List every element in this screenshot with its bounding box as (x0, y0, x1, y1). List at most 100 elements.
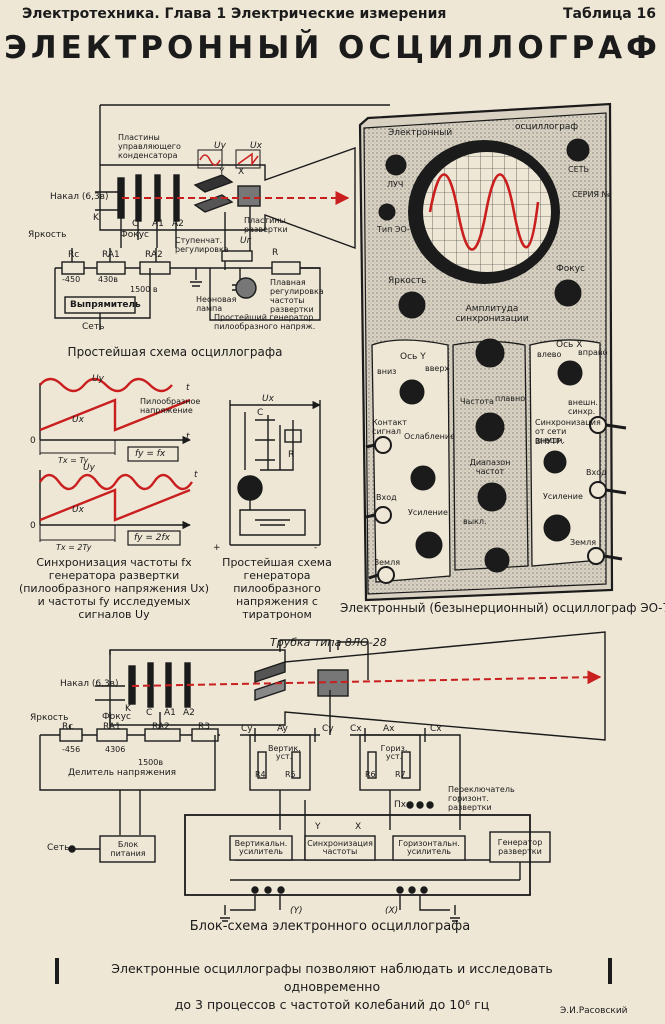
off-label: выкл. (463, 517, 487, 526)
generator-label: Генератор развертки (497, 838, 543, 856)
beam-switch-knob[interactable] (385, 154, 407, 176)
y-plates (193, 174, 234, 193)
contact-label: Контакт сигнал (372, 418, 407, 436)
sync-block (304, 835, 376, 861)
up-label: вверх (425, 364, 450, 373)
label-y: Y (219, 167, 225, 177)
series-label: СЕРИЯ № (572, 190, 610, 199)
contact-jack[interactable] (374, 436, 392, 454)
voltage-430: 430в (98, 275, 118, 284)
x-plates (237, 185, 261, 207)
voltage-450: -450 (62, 275, 81, 284)
sweep-plates-label: Пластины развертки (244, 216, 288, 234)
range-knob[interactable] (477, 482, 507, 512)
label-rc: Rc (68, 250, 80, 260)
range-label: Диапазон частот (469, 458, 511, 476)
wave1-t-top: t (186, 383, 190, 393)
x-axis-knob[interactable] (557, 360, 583, 386)
waveform-diagrams (38, 377, 192, 546)
resistor-r (271, 261, 301, 275)
oscilloscope-device (358, 102, 627, 602)
type-label: Тип ЭО-7 (377, 225, 415, 234)
y-axis-knob[interactable] (399, 379, 425, 405)
brightness-knob[interactable] (398, 291, 426, 319)
wave1-uy: Uy (92, 374, 104, 384)
nakal-label: Накал (6,3в) (50, 192, 109, 202)
label-k: K (93, 213, 99, 223)
control-plates-label: Пластины управляющего конденсатора (118, 133, 181, 160)
y-gain-label: Усиление (408, 508, 448, 517)
y-gain-knob[interactable] (415, 531, 443, 559)
left-label: влево (537, 350, 562, 359)
smooth-reg-label: Плавная регулировка частоты развертки (270, 278, 324, 314)
axis-x-label: Ось X (556, 340, 583, 350)
resistor-ra1 (96, 261, 126, 275)
type-knob[interactable] (378, 203, 396, 221)
power-knob[interactable] (484, 547, 510, 573)
block-rc: Rc (62, 722, 74, 732)
wave2-uy: Uy (83, 463, 95, 473)
tube-type-label: Трубка типа 8ЛО-28 (270, 636, 387, 649)
label-r: R (272, 248, 279, 258)
sync-switch-knob[interactable] (543, 450, 567, 474)
crt-tube (99, 147, 356, 250)
sync-block-label: Синхронизация частоты (307, 839, 373, 856)
frequency-knob[interactable] (475, 412, 505, 442)
block-cx2: Cx (430, 724, 442, 734)
block-ay: Ay (277, 724, 288, 734)
sync-amplitude-knob[interactable] (475, 338, 505, 368)
earth-left-label: Земля (374, 558, 401, 567)
wave2-t: t (194, 470, 198, 480)
block-ax: Ax (383, 724, 395, 734)
page-title: ЭЛЕКТРОННЫЙ ОСЦИЛЛОГРАФ (4, 30, 661, 66)
label-c: C (132, 219, 139, 229)
block-focus: Фокус (102, 712, 131, 722)
x-gain-knob[interactable] (543, 514, 571, 542)
block-cy: Cy (241, 724, 253, 734)
thyr-minus: - (314, 543, 318, 553)
thyratron-tube (237, 475, 263, 501)
block-electron-beam (131, 670, 602, 687)
freq-label: Частота (460, 397, 494, 406)
mains-switch-knob[interactable] (566, 138, 590, 162)
eq1a: Tx = Ty (58, 456, 89, 465)
wave2-ux: Ux (72, 505, 84, 515)
saw-label: Пилообразное напряжение (140, 397, 201, 415)
label-x: X (238, 167, 245, 177)
block-cy2: Cy (322, 724, 334, 734)
label-ra2: RA2 (145, 250, 163, 260)
ux-saw-2 (39, 488, 191, 522)
focus-label: Фокус (120, 230, 149, 240)
label-ug: Uг (240, 236, 252, 246)
resistor-rc (61, 261, 85, 275)
block-ra2: RA2 (152, 722, 170, 732)
sync-label: Синхронизация от сети внешн. (535, 418, 601, 445)
block-nakal: Накал (6,3в) (60, 679, 119, 689)
focus-knob[interactable] (554, 279, 582, 307)
block-r6: R6 (365, 770, 376, 779)
earth-jack-left[interactable] (377, 566, 395, 584)
neon-label: Неоновая лампа (196, 295, 237, 313)
divider-label: Делитель напряжения (68, 768, 177, 778)
earth-right-label: Земля (570, 538, 597, 547)
label-a2: A2 (172, 219, 184, 229)
wave1-t: t (186, 432, 190, 442)
vertical-amp-block (229, 835, 293, 861)
amplitude-label: Амплитуда синхронизации (455, 304, 529, 324)
external-label: внешн. синхр. (568, 398, 598, 416)
block-r7: R7 (395, 770, 406, 779)
attenuation-knob[interactable] (410, 465, 436, 491)
block-ra1: RA1 (103, 722, 121, 732)
block-v4306: 4306 (105, 745, 126, 754)
footer-line-2: до 3 процессов с частотой колебаний до 1… (174, 997, 490, 1012)
input-x-jack[interactable] (589, 481, 607, 499)
power-block (99, 835, 156, 863)
brand-right: осциллограф (515, 122, 579, 132)
block-a1: A1 (164, 708, 176, 718)
earth-jack-right[interactable] (587, 547, 605, 565)
eq2b: fy = 2fx (134, 533, 170, 543)
down-label: вниз (377, 367, 397, 376)
input-y-jack[interactable] (374, 506, 392, 524)
horizontal-amp-block (392, 835, 466, 861)
